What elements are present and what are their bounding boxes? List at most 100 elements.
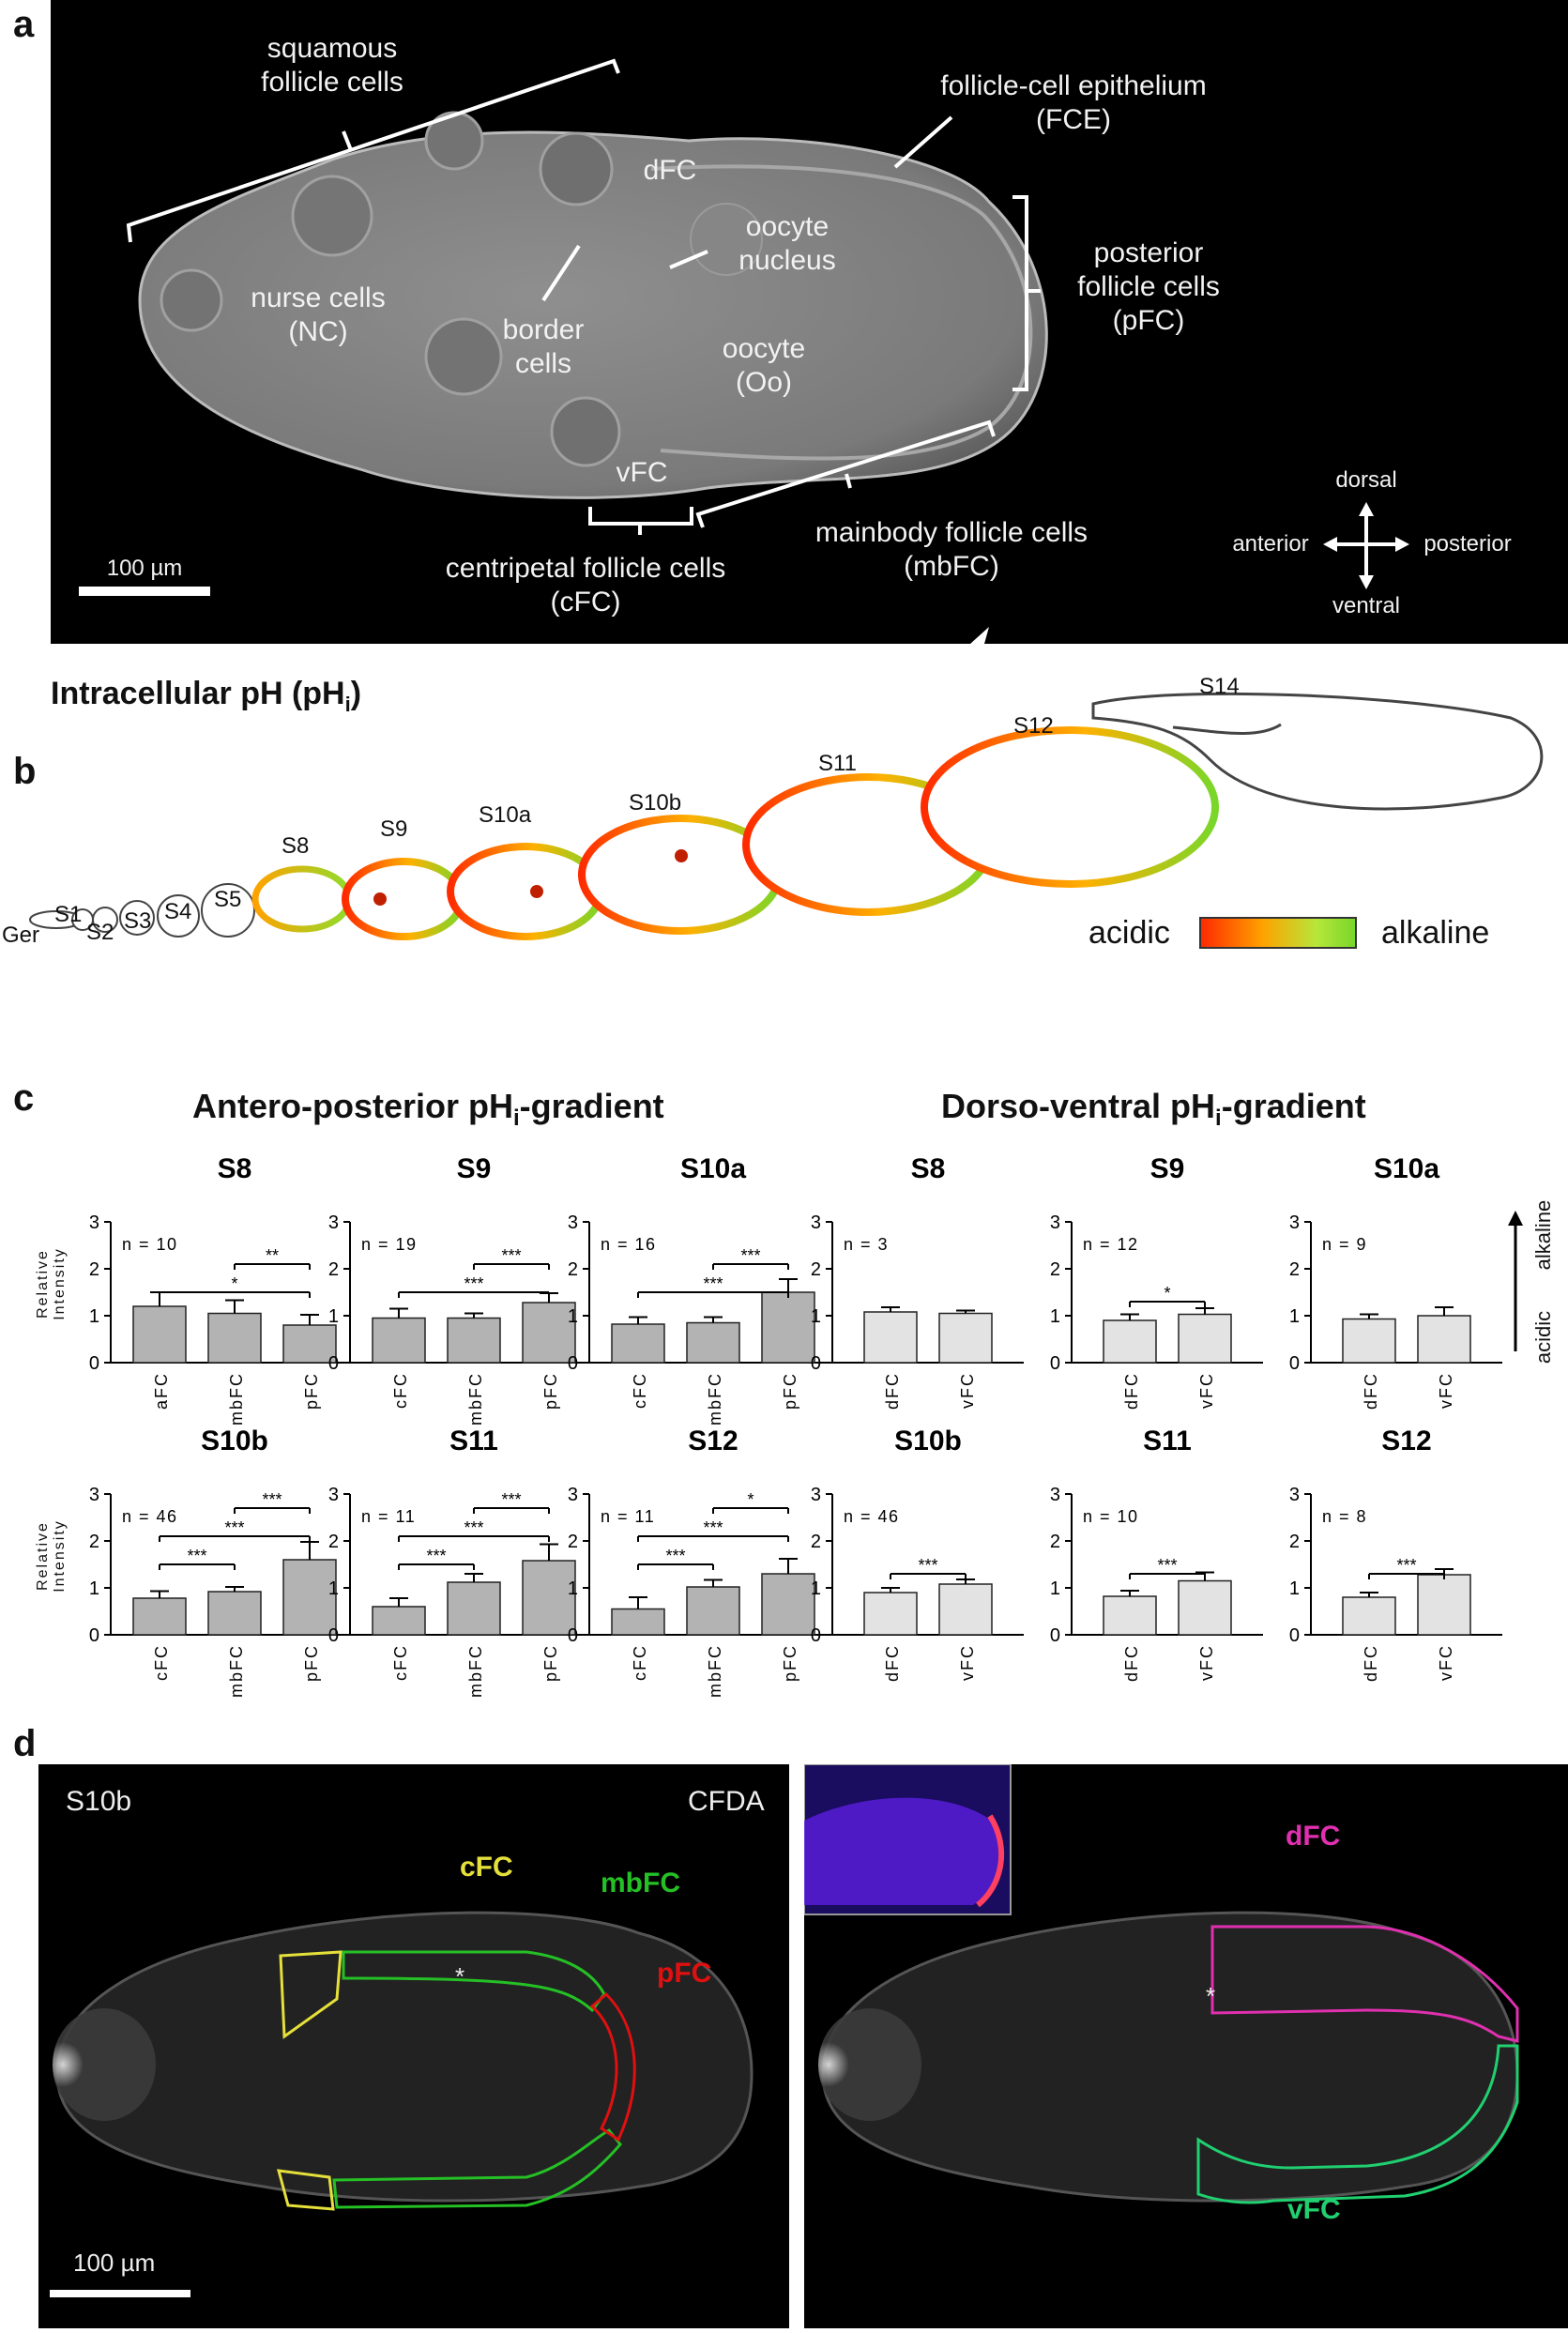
- scale-bar-d: [50, 2290, 190, 2297]
- x-tick-label: cFC: [391, 1644, 410, 1681]
- bar: [863, 1311, 918, 1364]
- centripetal-bracket: [588, 507, 693, 526]
- border-cell-cluster: [373, 892, 387, 906]
- cfda-micrograph-dv: [803, 1763, 1568, 2328]
- n-label: n = 8: [1322, 1507, 1367, 1526]
- asterisk-d2: *: [1206, 1982, 1216, 2010]
- y-tick-label: 1: [89, 1306, 99, 1327]
- x-tick-label: cFC: [152, 1644, 171, 1681]
- label-vfc-d: vFC: [1287, 2194, 1341, 2225]
- chart-title: S9: [1150, 1153, 1185, 1184]
- dfc-outline: [1210, 1925, 1519, 2043]
- y-tick-label: 2: [811, 1532, 821, 1552]
- border-cell-cluster: [530, 885, 543, 898]
- y-tick-label: 3: [89, 1485, 99, 1505]
- label-follicle-cell-epithelium: follicle-cell epithelium (FCE): [940, 70, 1207, 135]
- significance-label: *: [1164, 1284, 1170, 1303]
- x-tick-label: cFC: [631, 1372, 649, 1409]
- bar: [447, 1581, 501, 1636]
- x-tick-label: vFC: [1437, 1644, 1455, 1681]
- y-tick-label: 3: [328, 1212, 339, 1233]
- significance-label: *: [231, 1274, 237, 1293]
- bar: [372, 1317, 426, 1364]
- stage-label-s3: S3: [124, 908, 152, 934]
- n-label: n = 46: [844, 1507, 900, 1526]
- nurse-cell-nucleus: [160, 268, 223, 332]
- bar: [207, 1591, 262, 1636]
- bar: [1178, 1579, 1232, 1636]
- stage-s8-shape: [251, 865, 353, 933]
- y-tick-label: 1: [811, 1578, 821, 1599]
- scale-bar: [79, 587, 210, 596]
- significance-label: ***: [1157, 1556, 1177, 1575]
- ph-direction-arrow: [1508, 1211, 1523, 1351]
- y-tick-label: 0: [1289, 1353, 1300, 1374]
- x-tick-label: vFC: [958, 1372, 977, 1409]
- dorso-ventral-title: Dorso-ventral pHi-gradient: [941, 1087, 1366, 1132]
- label-squamous-follicle-cells: squamous follicle cells: [261, 33, 403, 98]
- y-tick-label: 1: [1050, 1306, 1060, 1327]
- label-mainbody-follicle-cells: mainbody follicle cells (mbFC): [814, 517, 1088, 582]
- bar: [611, 1608, 665, 1636]
- asterisk-d1: *: [455, 1962, 465, 1990]
- arrow-label-acidic-wrap: acidic: [1530, 1295, 1558, 1380]
- x-tick-label: dFC: [1362, 1644, 1380, 1682]
- stage-s4-shape: [157, 894, 200, 938]
- bar: [447, 1317, 501, 1364]
- n-label: n = 9: [1322, 1235, 1367, 1254]
- stain-label: CFDA: [688, 1786, 765, 1817]
- significance-label: ***: [464, 1518, 483, 1537]
- stage-s14-shape: [1091, 692, 1544, 811]
- panel-label-c: c: [13, 1077, 35, 1119]
- x-tick-label: pFC: [781, 1644, 799, 1682]
- bar: [686, 1586, 740, 1636]
- n-label: n = 19: [361, 1235, 418, 1254]
- label-vfc: vFC: [616, 457, 668, 488]
- squamous-bracket: [126, 58, 620, 243]
- nurse-cell-nucleus: [424, 111, 484, 171]
- bar: [1103, 1319, 1157, 1364]
- y-tick-label: 1: [1289, 1578, 1300, 1599]
- label-dfc-d: dFC: [1286, 1821, 1341, 1852]
- x-tick-label: vFC: [958, 1644, 977, 1681]
- stage-s12-shape: [921, 726, 1219, 888]
- oocyte-boundary: [650, 164, 1033, 461]
- y-tick-label: 3: [811, 1212, 821, 1233]
- bar: [132, 1305, 187, 1364]
- y-tick-label: 0: [811, 1353, 821, 1374]
- arrow-label-alkaline-wrap: alkaline: [1530, 1190, 1558, 1284]
- y-tick-label: 2: [89, 1532, 99, 1552]
- x-tick-label: mbFC: [466, 1644, 485, 1698]
- y-tick-label: 1: [568, 1578, 578, 1599]
- pfc-outline: [589, 1991, 636, 2142]
- bar: [372, 1606, 426, 1636]
- stage-label-s5: S5: [214, 887, 242, 912]
- bar: [611, 1323, 665, 1364]
- y-tick-label: 1: [328, 1306, 339, 1327]
- y-tick-label: 0: [1289, 1625, 1300, 1646]
- label-nurse-cells: nurse cells (NC): [251, 282, 386, 347]
- y-tick-label: 3: [89, 1212, 99, 1233]
- chart-title: S10b: [894, 1426, 962, 1456]
- y-tick-label: 2: [1289, 1532, 1300, 1552]
- y-tick-label: 1: [1289, 1306, 1300, 1327]
- chart-title: S12: [688, 1426, 738, 1456]
- significance-label: ***: [740, 1246, 760, 1265]
- x-tick-label: pFC: [302, 1644, 321, 1682]
- border-cell-cluster: [675, 849, 688, 862]
- stage-label-s10a: S10a: [479, 802, 532, 828]
- x-tick-label: mbFC: [466, 1372, 485, 1426]
- stage-label-s12: S12: [1013, 713, 1054, 739]
- mbfc-outline-bottom: [332, 2128, 622, 2209]
- chart-title: S8: [218, 1153, 252, 1184]
- chart-title: S11: [449, 1426, 498, 1456]
- label-anterior: anterior: [1232, 531, 1309, 557]
- label-posterior-follicle-cells: posterior follicle cells (pFC): [1077, 237, 1220, 336]
- significance-label: ***: [187, 1547, 206, 1565]
- label-oocyte: oocyte (Oo): [722, 333, 806, 398]
- y-tick-label: 3: [1050, 1485, 1060, 1505]
- y-tick-label: 2: [1289, 1259, 1300, 1280]
- n-label: n = 16: [601, 1235, 657, 1254]
- label-centripetal-follicle-cells: centripetal follicle cells (cFC): [445, 553, 726, 618]
